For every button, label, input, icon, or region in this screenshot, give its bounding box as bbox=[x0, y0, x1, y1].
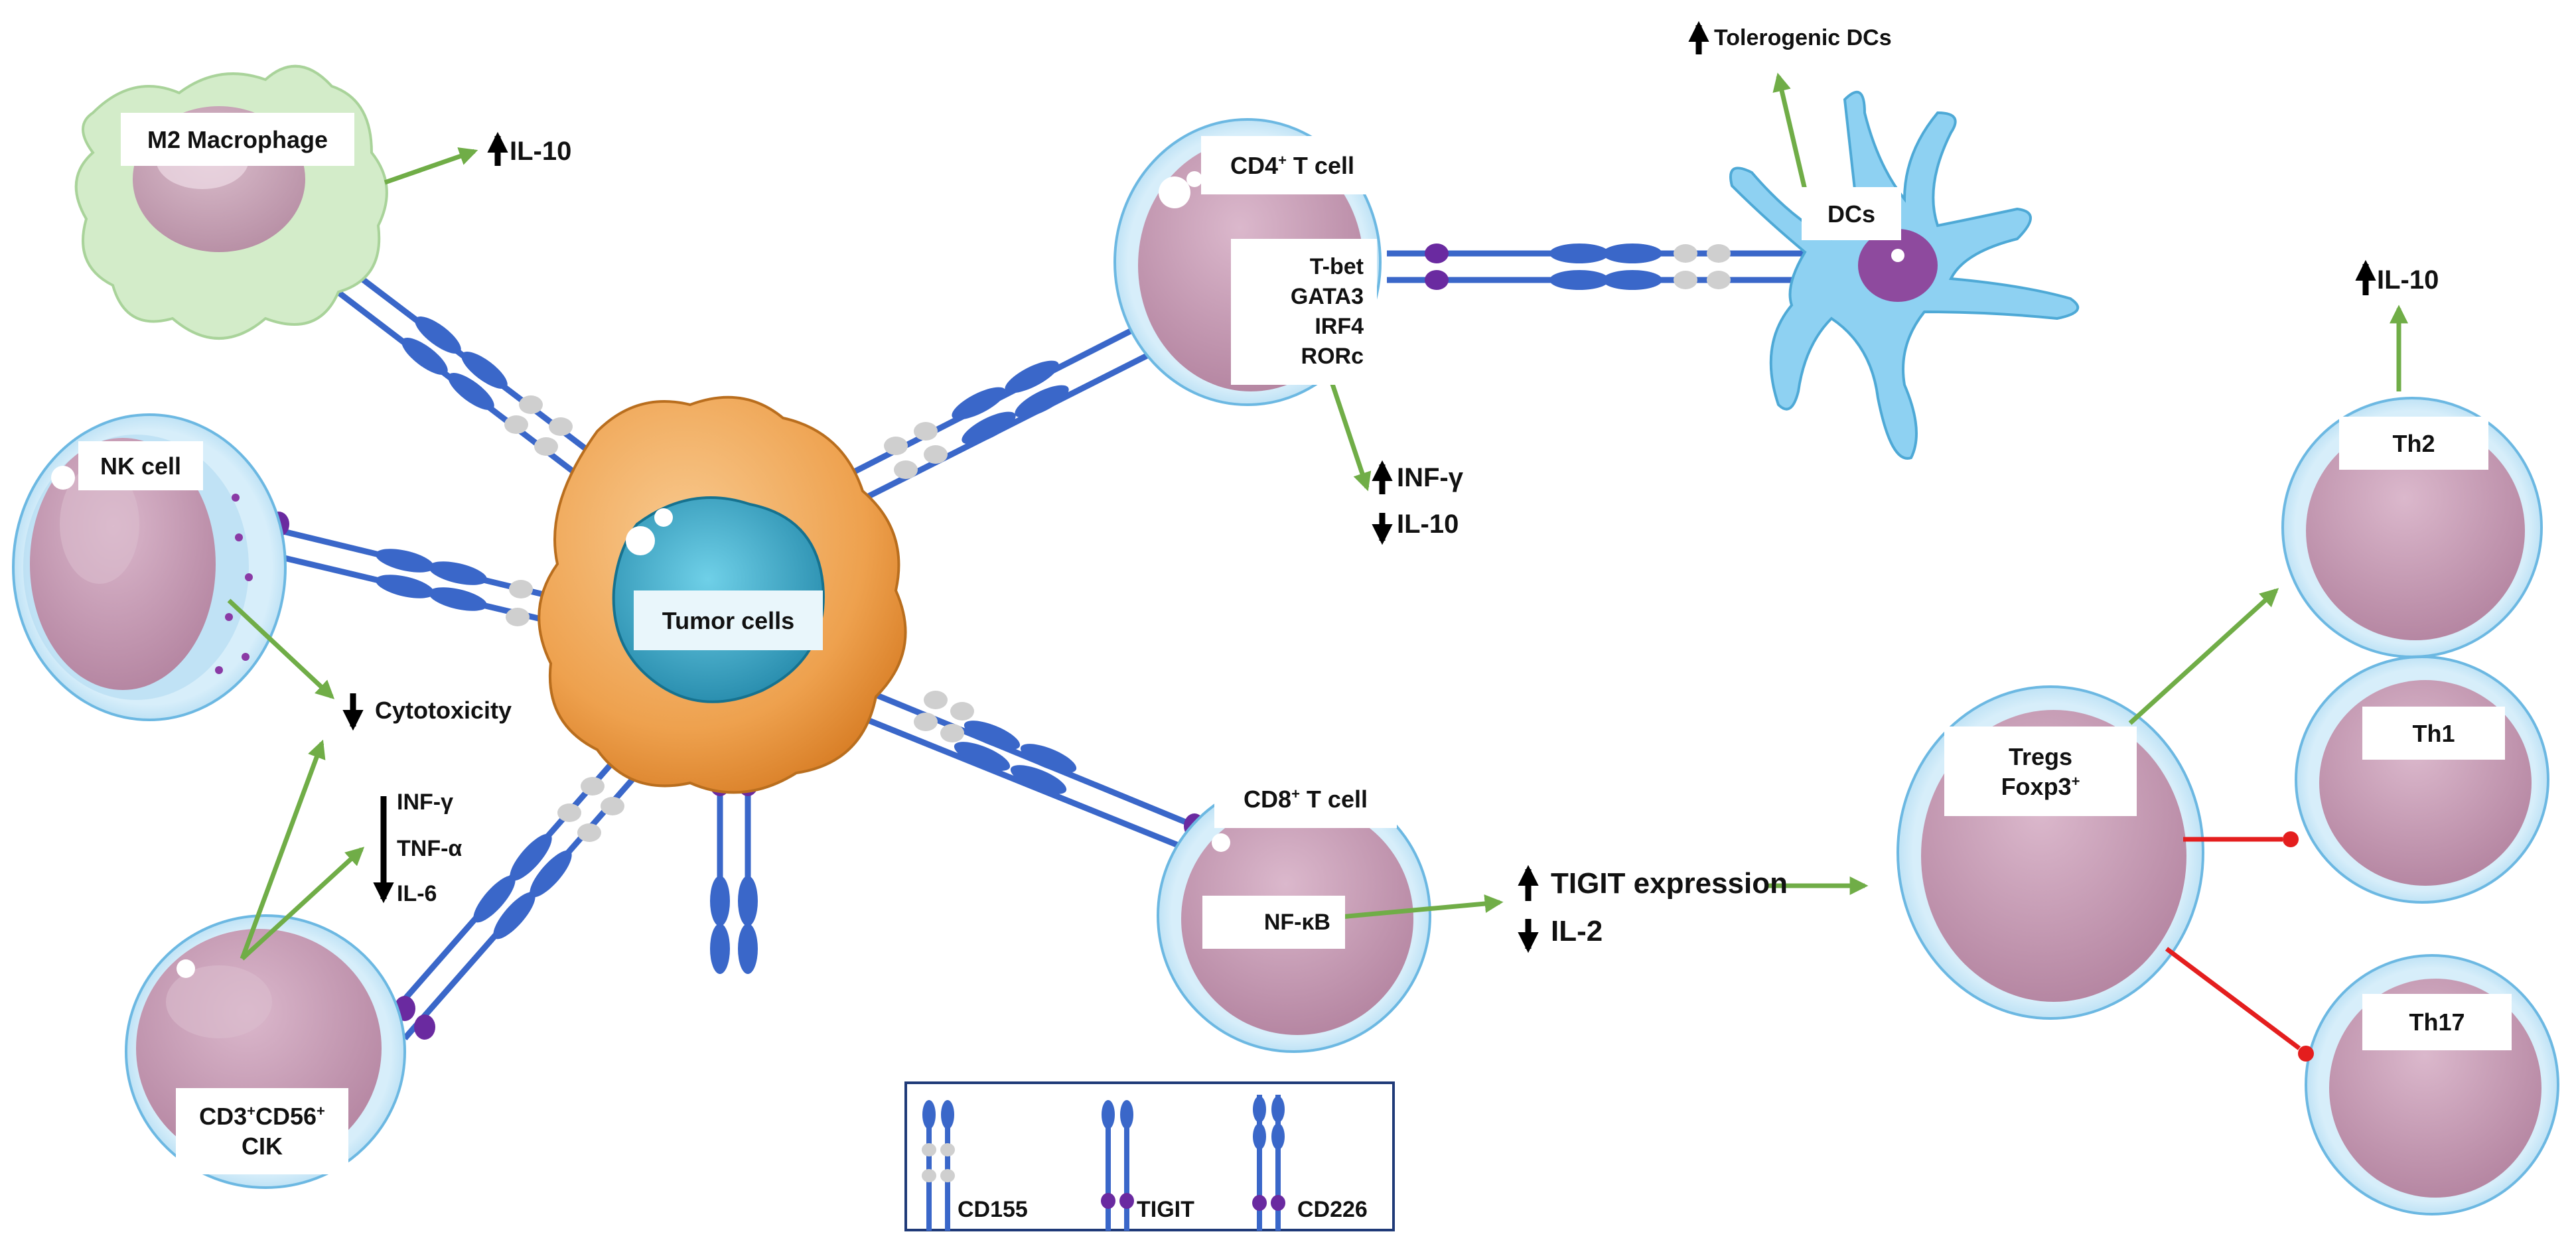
dcs-label: DCs bbox=[1802, 187, 1901, 240]
cytokine-tnf-text: TNF-α bbox=[397, 836, 463, 861]
cd4-il10-text: IL-10 bbox=[1397, 510, 1459, 539]
arrow-cik-cytotoxicity bbox=[240, 739, 326, 960]
tf-irf4: IRF4 bbox=[1315, 314, 1364, 339]
arrow-tregs-th2 bbox=[2128, 588, 2279, 725]
cd4-t-cell-label: CD4+ T cell bbox=[1201, 136, 1384, 194]
il2-text: IL-2 bbox=[1551, 915, 1603, 947]
receptor-pair-cik-tumor bbox=[382, 721, 673, 1040]
tf-tbet: T-bet bbox=[1309, 254, 1364, 280]
legend-cd226-label: CD226 bbox=[1297, 1197, 1368, 1222]
legend-cd155-label: CD155 bbox=[958, 1197, 1028, 1222]
nfkb-box: NF-κB bbox=[1202, 896, 1345, 949]
cytotoxicity-text: Cytotoxicity bbox=[375, 697, 512, 724]
receptor-pair-cd4-dcs bbox=[1387, 243, 1818, 290]
legend-cd155-icon bbox=[922, 1100, 955, 1231]
tf-rorc: RORc bbox=[1301, 343, 1364, 369]
inhibit-end-th1 bbox=[2283, 831, 2299, 847]
cik-line2: CIK bbox=[242, 1133, 283, 1160]
legend-tigit-label: TIGIT bbox=[1137, 1197, 1194, 1222]
arrow-cd4-cytokines bbox=[1324, 367, 1372, 492]
th1-label: Th1 bbox=[2362, 707, 2505, 760]
arrow-m2-il10 bbox=[384, 147, 478, 185]
inhibition-lines bbox=[2165, 831, 2314, 1062]
th1-cell bbox=[2295, 656, 2549, 904]
nk-cell bbox=[12, 413, 287, 721]
cytokine-il6-text: IL-6 bbox=[397, 881, 437, 906]
dc-cell bbox=[1729, 90, 2080, 460]
nk-cell-label: NK cell bbox=[78, 441, 203, 490]
receptor-pair-tumor-cd8 bbox=[841, 683, 1229, 866]
cik-label: CD3+CD56+ CIK bbox=[176, 1088, 348, 1174]
cd4-inf-text: INF-γ bbox=[1397, 463, 1463, 492]
cd8-t-cell-label: CD8+ T cell bbox=[1214, 770, 1397, 828]
m2-macrophage-label: M2 Macrophage bbox=[121, 113, 354, 166]
th2-il10-text: IL-10 bbox=[2377, 265, 2439, 295]
inhibit-tregs-th17 bbox=[2165, 947, 2301, 1050]
legend-tigit-icon bbox=[1101, 1100, 1134, 1231]
tolerogenic-dcs-text: Tolerogenic DCs bbox=[1714, 25, 1892, 50]
cd4-transcription-factors-box: T-bet GATA3 IRF4 RORc bbox=[1231, 239, 1377, 385]
legend-box bbox=[904, 1081, 1395, 1231]
cytokine-inf-text: INF-γ bbox=[397, 790, 453, 815]
green-arrows bbox=[227, 72, 2408, 961]
th2-label: Th2 bbox=[2339, 417, 2488, 470]
m2-il10-text: IL-10 bbox=[510, 137, 572, 166]
arrow-nk-cytotoxicity bbox=[227, 598, 335, 699]
cik-line1: CD3+CD56+ bbox=[199, 1103, 325, 1130]
tumor-label: Tumor cells bbox=[634, 590, 823, 650]
legend-cd226-icon bbox=[1252, 1095, 1285, 1231]
tf-gata3: GATA3 bbox=[1290, 284, 1364, 310]
inhibit-end-th17 bbox=[2298, 1046, 2314, 1062]
tregs-label: Tregs Foxp3+ bbox=[1944, 727, 2137, 816]
m2-macrophage-cell bbox=[74, 64, 388, 340]
tigit-expression-text: TIGIT expression bbox=[1551, 867, 1788, 900]
arrow-cik-cytokines bbox=[240, 847, 365, 961]
th17-label: Th17 bbox=[2362, 994, 2512, 1050]
arrow-cd8-tigit bbox=[1340, 894, 1504, 920]
